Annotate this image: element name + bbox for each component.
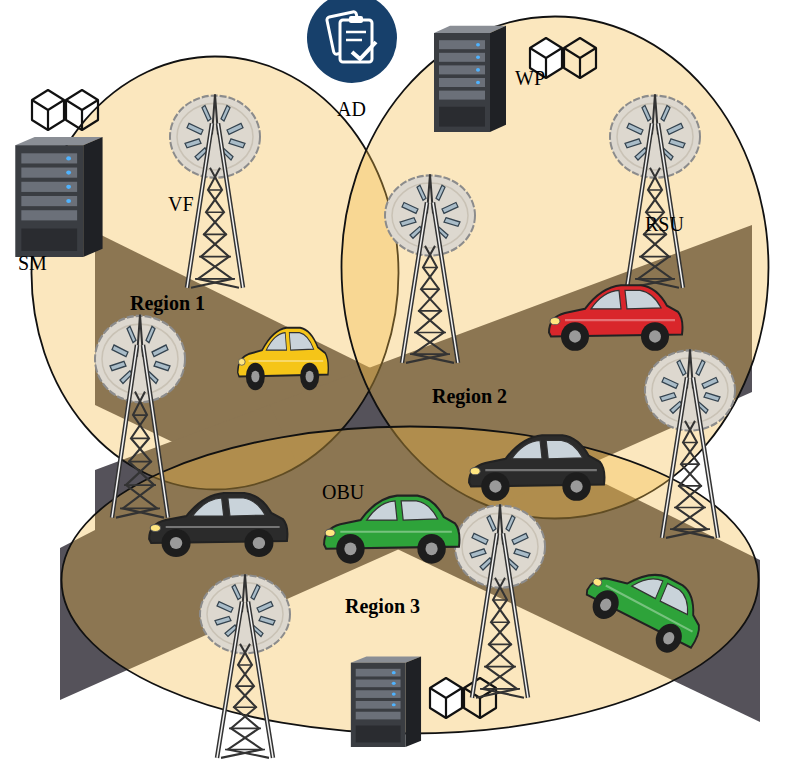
rsu-tower — [385, 174, 475, 362]
rsu-tower — [455, 504, 545, 697]
vehicle-group — [578, 547, 715, 663]
component-label: OBU — [322, 481, 364, 504]
rsu-tower — [95, 315, 185, 518]
region-label: Region 2 — [432, 385, 507, 408]
region-label: Region 3 — [345, 595, 420, 618]
vehicle — [469, 435, 604, 501]
vehicle — [238, 328, 329, 390]
rsu-tower — [610, 94, 700, 287]
component-label: WP — [515, 67, 545, 90]
rsu-tower — [170, 94, 260, 287]
vehicle — [149, 493, 287, 557]
component-label: AD — [337, 98, 366, 121]
server-icon — [15, 137, 102, 257]
server-icon — [351, 657, 421, 747]
blockchain-icon — [32, 90, 98, 130]
rsu-tower — [645, 349, 735, 537]
blockchain-icon — [430, 678, 496, 718]
vehicle — [324, 496, 459, 564]
server-icon — [434, 26, 506, 132]
authority-icon — [307, 0, 397, 83]
vehicle — [549, 285, 683, 351]
vehicle — [578, 547, 715, 663]
rsu-tower — [200, 574, 290, 758]
component-label: RSU — [645, 213, 684, 236]
region-label: Region 1 — [130, 292, 205, 315]
component-label: VF — [168, 193, 194, 216]
component-label: SM — [18, 252, 47, 275]
